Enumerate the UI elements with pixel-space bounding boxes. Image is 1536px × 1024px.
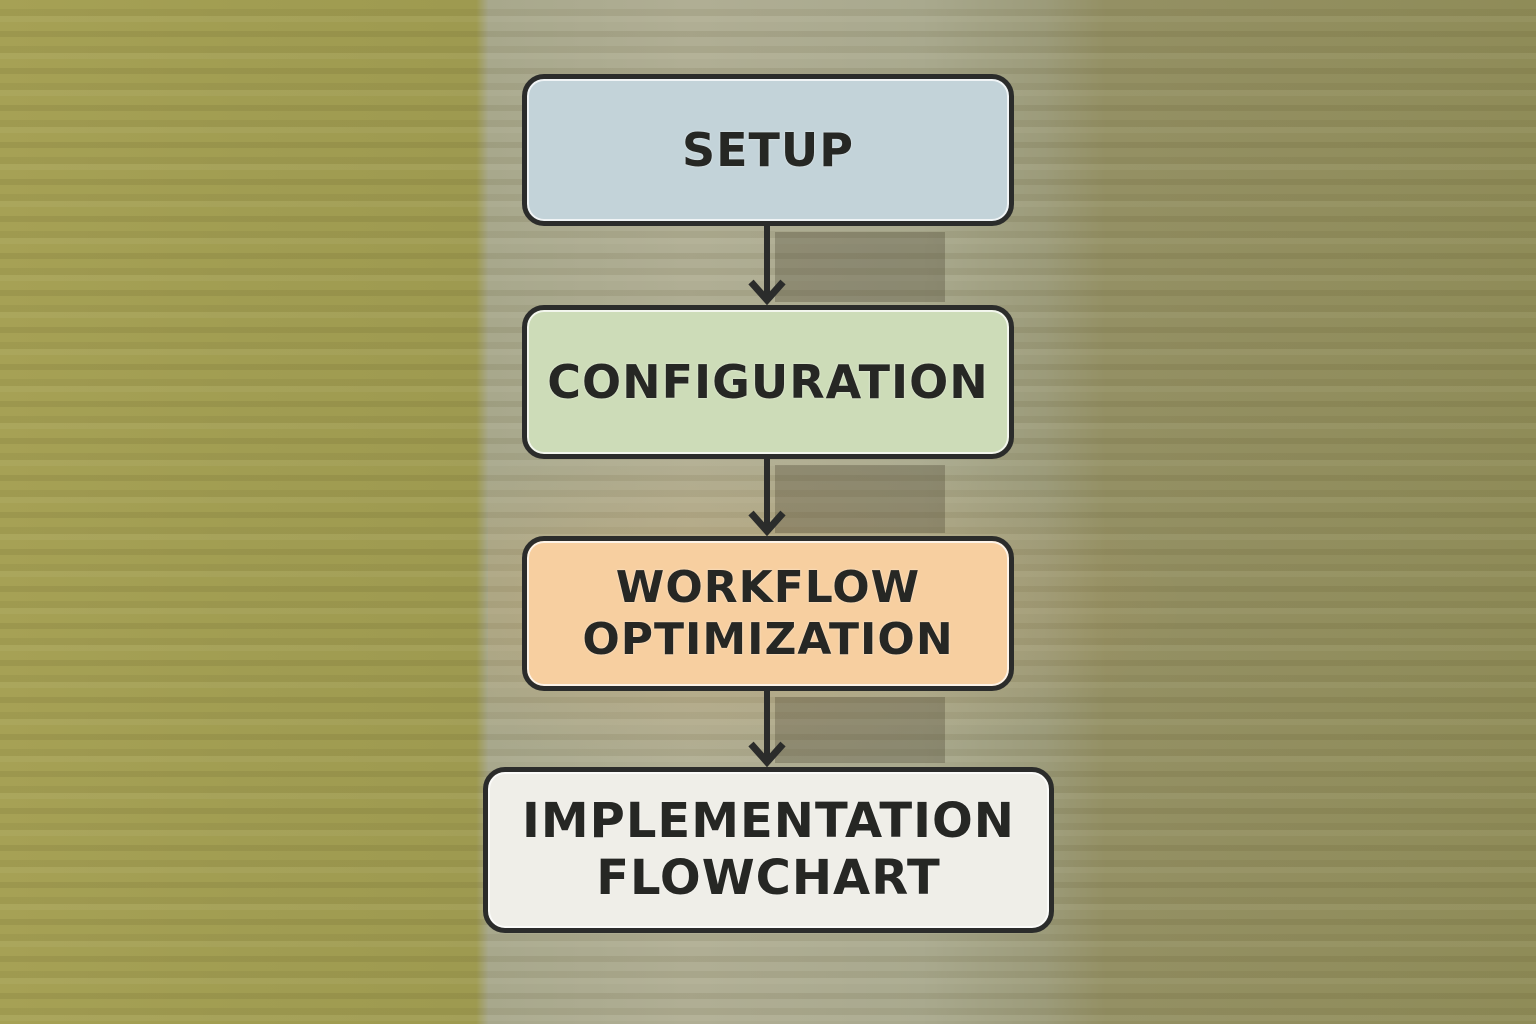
flow-node-implementation-flowchart: IMPLEMENTATION FLOWCHART bbox=[483, 767, 1054, 933]
node-label-line-1: WORKFLOW bbox=[615, 561, 921, 613]
node-label: CONFIGURATION bbox=[547, 354, 989, 409]
flow-node-configuration: CONFIGURATION bbox=[522, 305, 1014, 459]
background-shadow bbox=[775, 465, 945, 533]
node-label-line-2: OPTIMIZATION bbox=[582, 613, 954, 665]
arrow-down-icon bbox=[742, 459, 792, 536]
arrow-down-icon bbox=[742, 691, 792, 767]
flow-node-setup: SETUP bbox=[522, 74, 1014, 226]
background-shadow bbox=[775, 232, 945, 302]
node-label-line-2: FLOWCHART bbox=[596, 850, 941, 906]
node-label: SETUP bbox=[682, 122, 854, 177]
arrow-down-icon bbox=[742, 226, 792, 305]
node-label-line-1: IMPLEMENTATION bbox=[522, 793, 1015, 850]
background-shadow bbox=[775, 697, 945, 763]
flow-node-workflow-optimization: WORKFLOW OPTIMIZATION bbox=[522, 536, 1014, 691]
